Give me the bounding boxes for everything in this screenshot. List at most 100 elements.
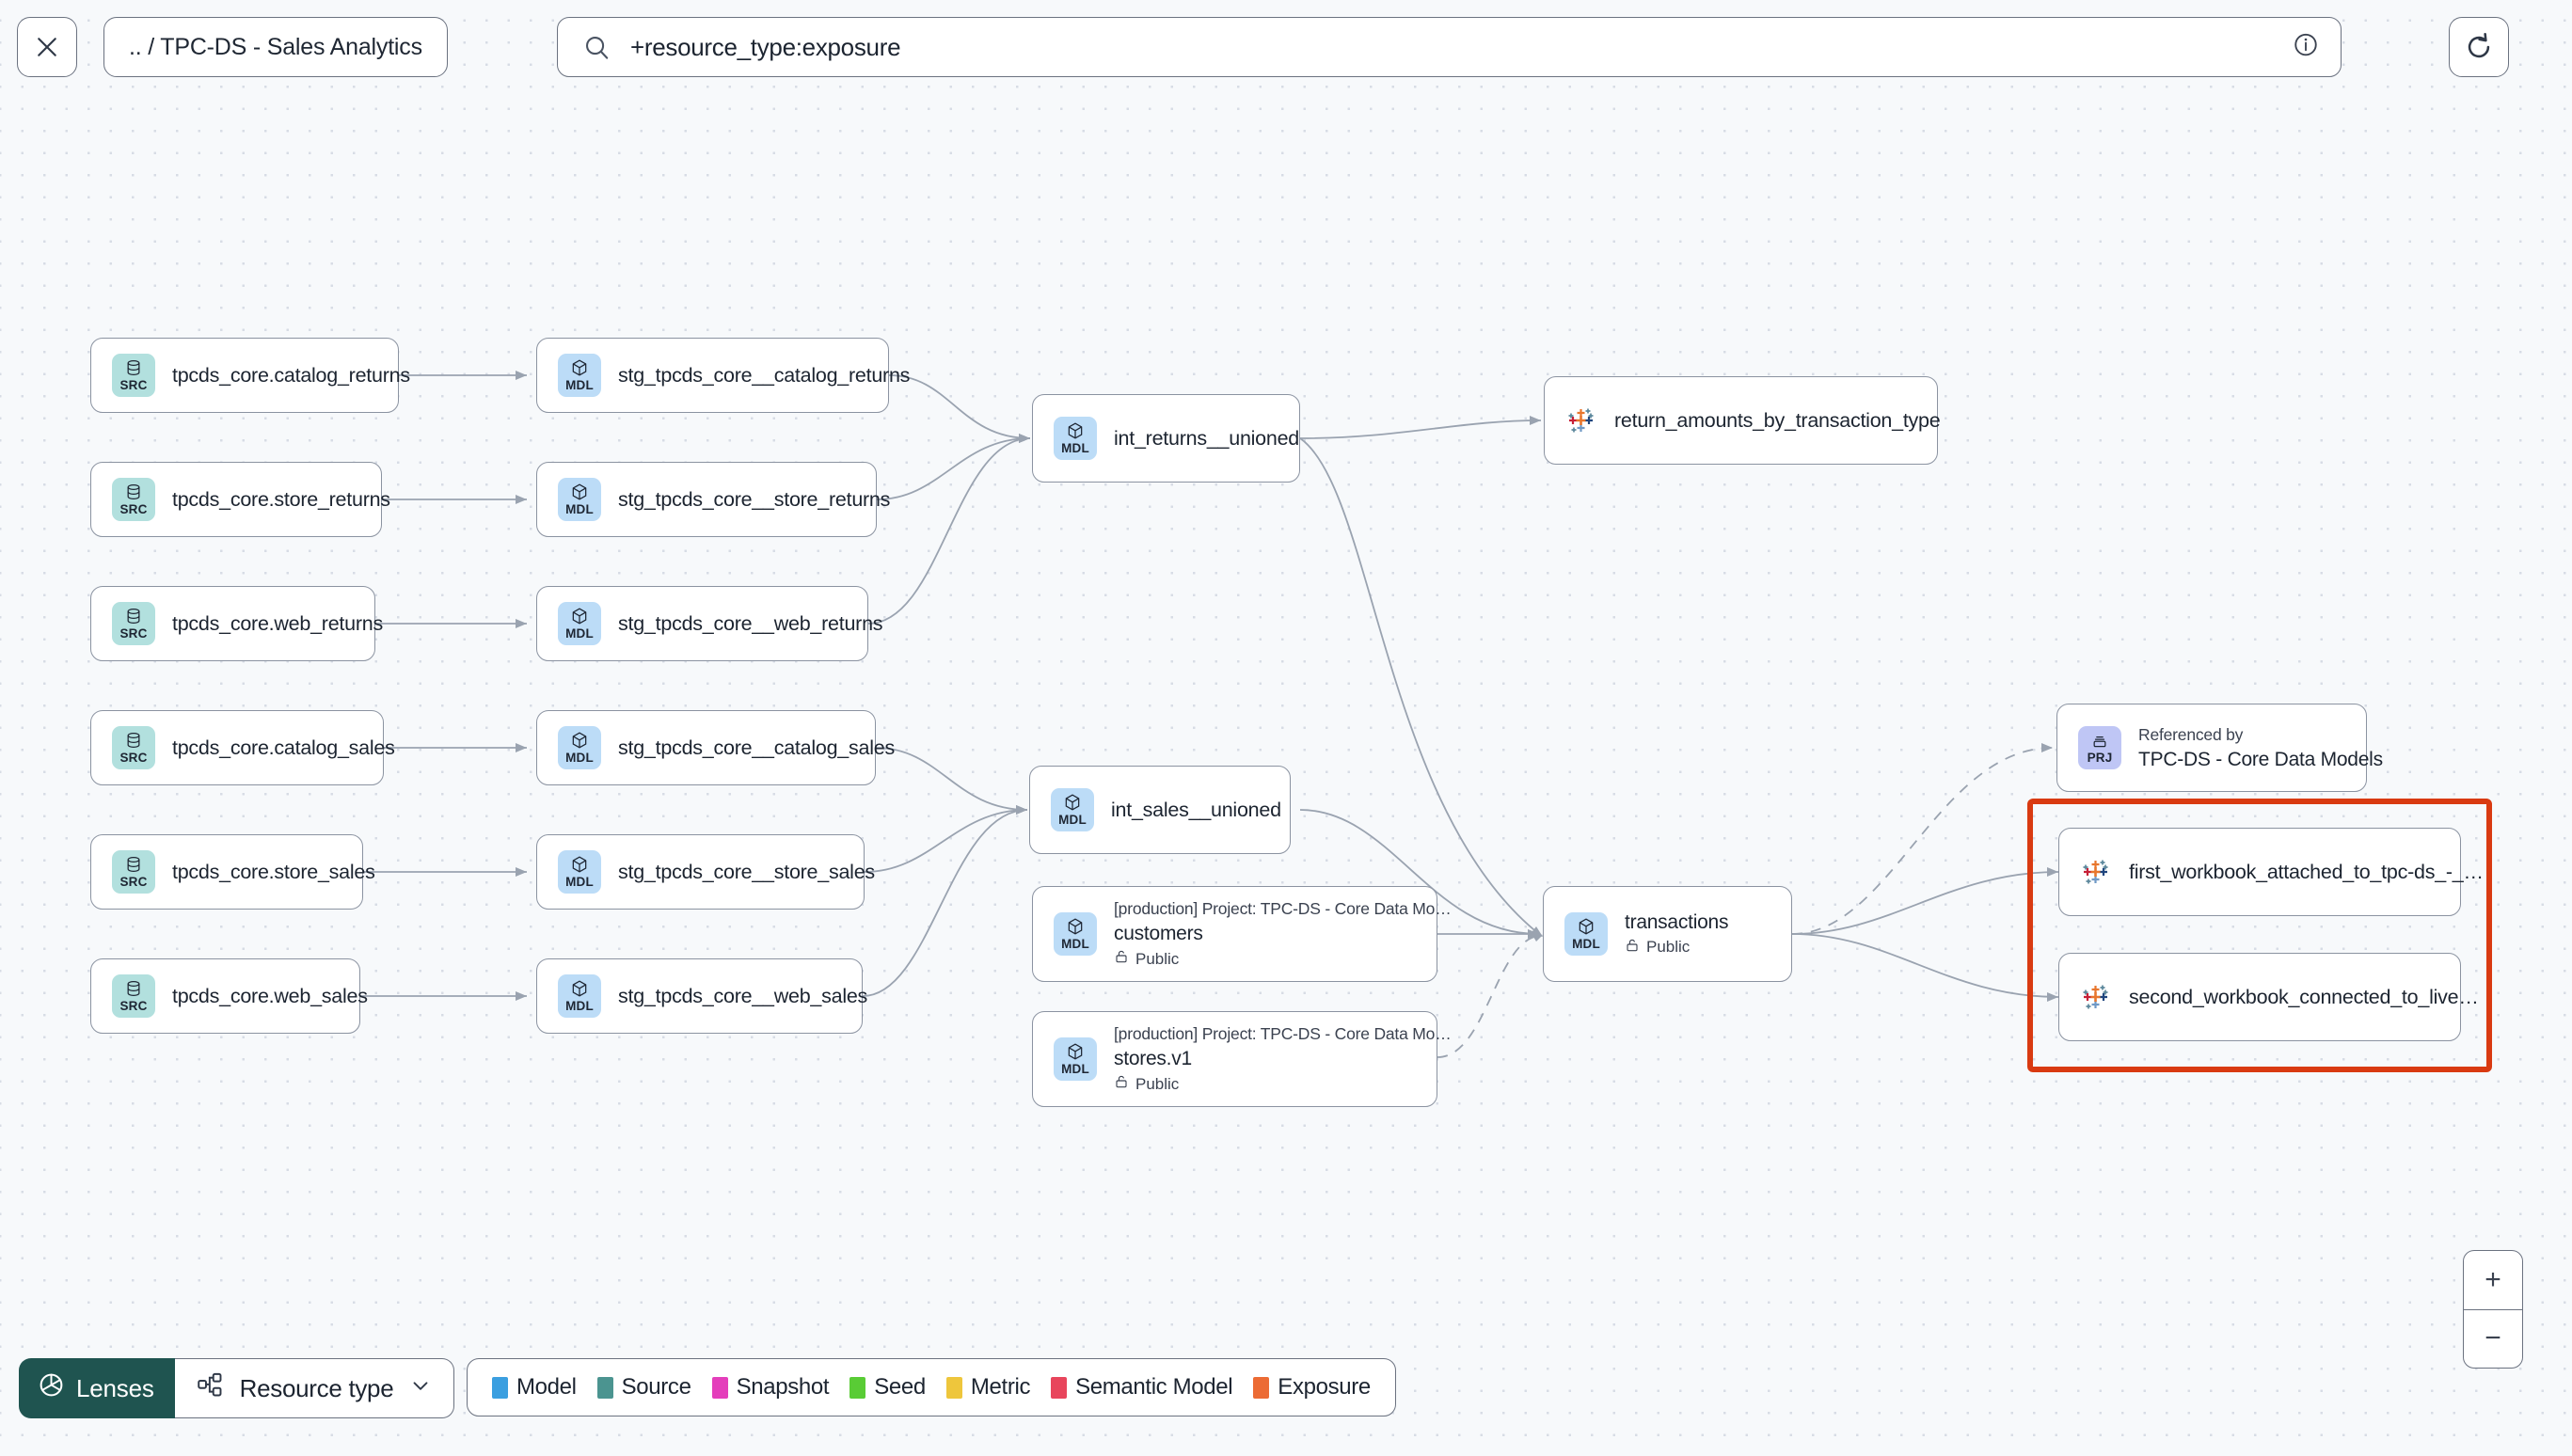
cube-icon: [570, 358, 589, 377]
node-model-stores-v1[interactable]: MDL [production] Project: TPC-DS - Core …: [1032, 1011, 1452, 1107]
node-source-catalog-returns[interactable]: SRC tpcds_core.catalog_returns: [90, 338, 410, 413]
unlock-icon: [1114, 949, 1129, 969]
database-icon: [124, 855, 143, 874]
mdl-badge: MDL: [558, 354, 601, 397]
src-badge: SRC: [112, 726, 155, 769]
node-source-web-returns[interactable]: SRC tpcds_core.web_returns: [90, 586, 383, 661]
node-access-label: Public: [1135, 1074, 1180, 1093]
src-badge-label: SRC: [119, 626, 148, 641]
resource-type-dropdown[interactable]: Resource type: [174, 1358, 455, 1418]
node-access: Public: [1625, 938, 1728, 957]
info-icon[interactable]: [2292, 31, 2320, 64]
node-source-store-sales[interactable]: SRC tpcds_core.store_sales: [90, 834, 375, 910]
lenses-label: Lenses: [76, 1373, 154, 1402]
node-exposure-return-amounts[interactable]: return_amounts_by_transaction_type: [1544, 376, 1941, 465]
node-exposure-second-workbook[interactable]: second_workbook_connected_to_live…: [2058, 953, 2479, 1041]
legend-swatch: [849, 1376, 866, 1399]
mdl-badge-label: MDL: [565, 502, 594, 516]
node-label: tpcds_core.web_returns: [172, 611, 383, 635]
cube-icon: [570, 855, 589, 874]
legend-label: Semantic Model: [1075, 1374, 1233, 1400]
database-icon: [124, 731, 143, 750]
node-exposure-first-workbook[interactable]: first_workbook_attached_to_tpc-ds_-_…: [2058, 828, 2484, 916]
node-label: tpcds_core.store_returns: [172, 487, 390, 511]
search-value: +resource_type:exposure: [630, 32, 901, 61]
prj-badge-label: PRJ: [2087, 751, 2113, 765]
mdl-badge: MDL: [1051, 788, 1094, 831]
cube-icon: [1066, 1042, 1085, 1061]
close-icon: [38, 38, 56, 56]
node-label: stg_tpcds_core__web_sales: [618, 984, 868, 1007]
node-model-transactions[interactable]: MDL transactions Public: [1543, 886, 1792, 982]
legend-label: Exposure: [1278, 1374, 1371, 1400]
node-model-stg-web-returns[interactable]: MDL stg_tpcds_core__web_returns: [536, 586, 883, 661]
refresh-button[interactable]: [2449, 17, 2509, 77]
node-label: tpcds_core.catalog_returns: [172, 363, 410, 387]
refresh-icon: [2468, 32, 2490, 58]
node-model-stg-store-returns[interactable]: MDL stg_tpcds_core__store_returns: [536, 462, 890, 537]
src-badge-label: SRC: [119, 875, 148, 889]
mdl-badge-label: MDL: [565, 875, 594, 889]
chevron-down-icon: [408, 1373, 433, 1404]
mdl-badge: MDL: [1054, 417, 1097, 460]
legend-swatch: [945, 1376, 962, 1399]
mdl-badge-label: MDL: [565, 626, 594, 641]
unlock-icon: [1114, 1074, 1129, 1094]
node-label: stg_tpcds_core__store_returns: [618, 487, 891, 511]
database-icon: [124, 483, 143, 501]
zoom-out-button[interactable]: −: [2485, 1322, 2501, 1354]
mdl-badge-label: MDL: [1058, 813, 1087, 827]
database-icon: [124, 979, 143, 998]
legend-swatch: [1253, 1376, 1270, 1399]
src-badge-label: SRC: [119, 751, 148, 765]
node-model-stg-catalog-returns[interactable]: MDL stg_tpcds_core__catalog_returns: [536, 338, 910, 413]
legend-swatch: [492, 1376, 508, 1399]
mdl-badge: MDL: [558, 726, 601, 769]
legend-item-metric: Metric: [945, 1374, 1030, 1401]
node-model-int-returns-unioned[interactable]: MDL int_returns__unioned: [1032, 394, 1300, 483]
close-button[interactable]: [17, 17, 77, 77]
node-source-catalog-sales[interactable]: SRC tpcds_core.catalog_sales: [90, 710, 395, 785]
zoom-controls: + −: [2463, 1250, 2523, 1369]
node-subtitle: [production] Project: TPC-DS - Core Data…: [1114, 1024, 1452, 1043]
tableau-icon: [1565, 404, 1597, 436]
node-label: stg_tpcds_core__web_returns: [618, 611, 883, 635]
src-badge: SRC: [112, 974, 155, 1018]
node-project-referenced-by[interactable]: PRJ Referenced by TPC-DS - Core Data Mod…: [2056, 704, 2383, 792]
node-label: first_workbook_attached_to_tpc-ds_-_…: [2129, 860, 2484, 883]
node-model-stg-store-sales[interactable]: MDL stg_tpcds_core__store_sales: [536, 834, 875, 910]
src-badge: SRC: [112, 354, 155, 397]
node-source-web-sales[interactable]: SRC tpcds_core.web_sales: [90, 958, 368, 1034]
exposure-highlight-box: [2027, 799, 2492, 1072]
mdl-badge-label: MDL: [1061, 441, 1089, 455]
node-label: return_amounts_by_transaction_type: [1614, 408, 1941, 432]
node-label: tpcds_core.catalog_sales: [172, 736, 395, 759]
breadcrumb[interactable]: .. / TPC-DS - Sales Analytics: [103, 17, 448, 77]
search-icon: [582, 33, 611, 62]
database-icon: [124, 358, 143, 377]
node-model-customers[interactable]: MDL [production] Project: TPC-DS - Core …: [1032, 886, 1452, 982]
database-icon: [124, 607, 143, 625]
src-badge: SRC: [112, 850, 155, 894]
src-badge-label: SRC: [119, 999, 148, 1013]
tableau-icon: [2080, 981, 2112, 1013]
node-source-store-returns[interactable]: SRC tpcds_core.store_returns: [90, 462, 390, 537]
mdl-badge: MDL: [558, 850, 601, 894]
lenses-button[interactable]: Lenses: [19, 1358, 175, 1418]
node-label: customers: [1114, 923, 1203, 944]
node-label: stg_tpcds_core__catalog_returns: [618, 363, 911, 387]
node-access-label: Public: [1135, 949, 1180, 968]
src-badge-label: SRC: [119, 378, 148, 392]
node-model-stg-catalog-sales[interactable]: MDL stg_tpcds_core__catalog_sales: [536, 710, 895, 785]
zoom-in-button[interactable]: +: [2464, 1251, 2522, 1310]
node-label: second_workbook_connected_to_live…: [2129, 985, 2479, 1008]
aperture-icon: [38, 1371, 65, 1405]
node-subtitle: [production] Project: TPC-DS - Core Data…: [1114, 899, 1452, 918]
search-input[interactable]: +resource_type:exposure: [557, 17, 2342, 77]
top-bar: .. / TPC-DS - Sales Analytics +resource_…: [0, 0, 2572, 111]
node-model-stg-web-sales[interactable]: MDL stg_tpcds_core__web_sales: [536, 958, 867, 1034]
node-access: Public: [1114, 949, 1452, 969]
node-model-int-sales-unioned[interactable]: MDL int_sales__unioned: [1029, 766, 1291, 854]
node-label: TPC-DS - Core Data Models: [2138, 748, 2383, 770]
